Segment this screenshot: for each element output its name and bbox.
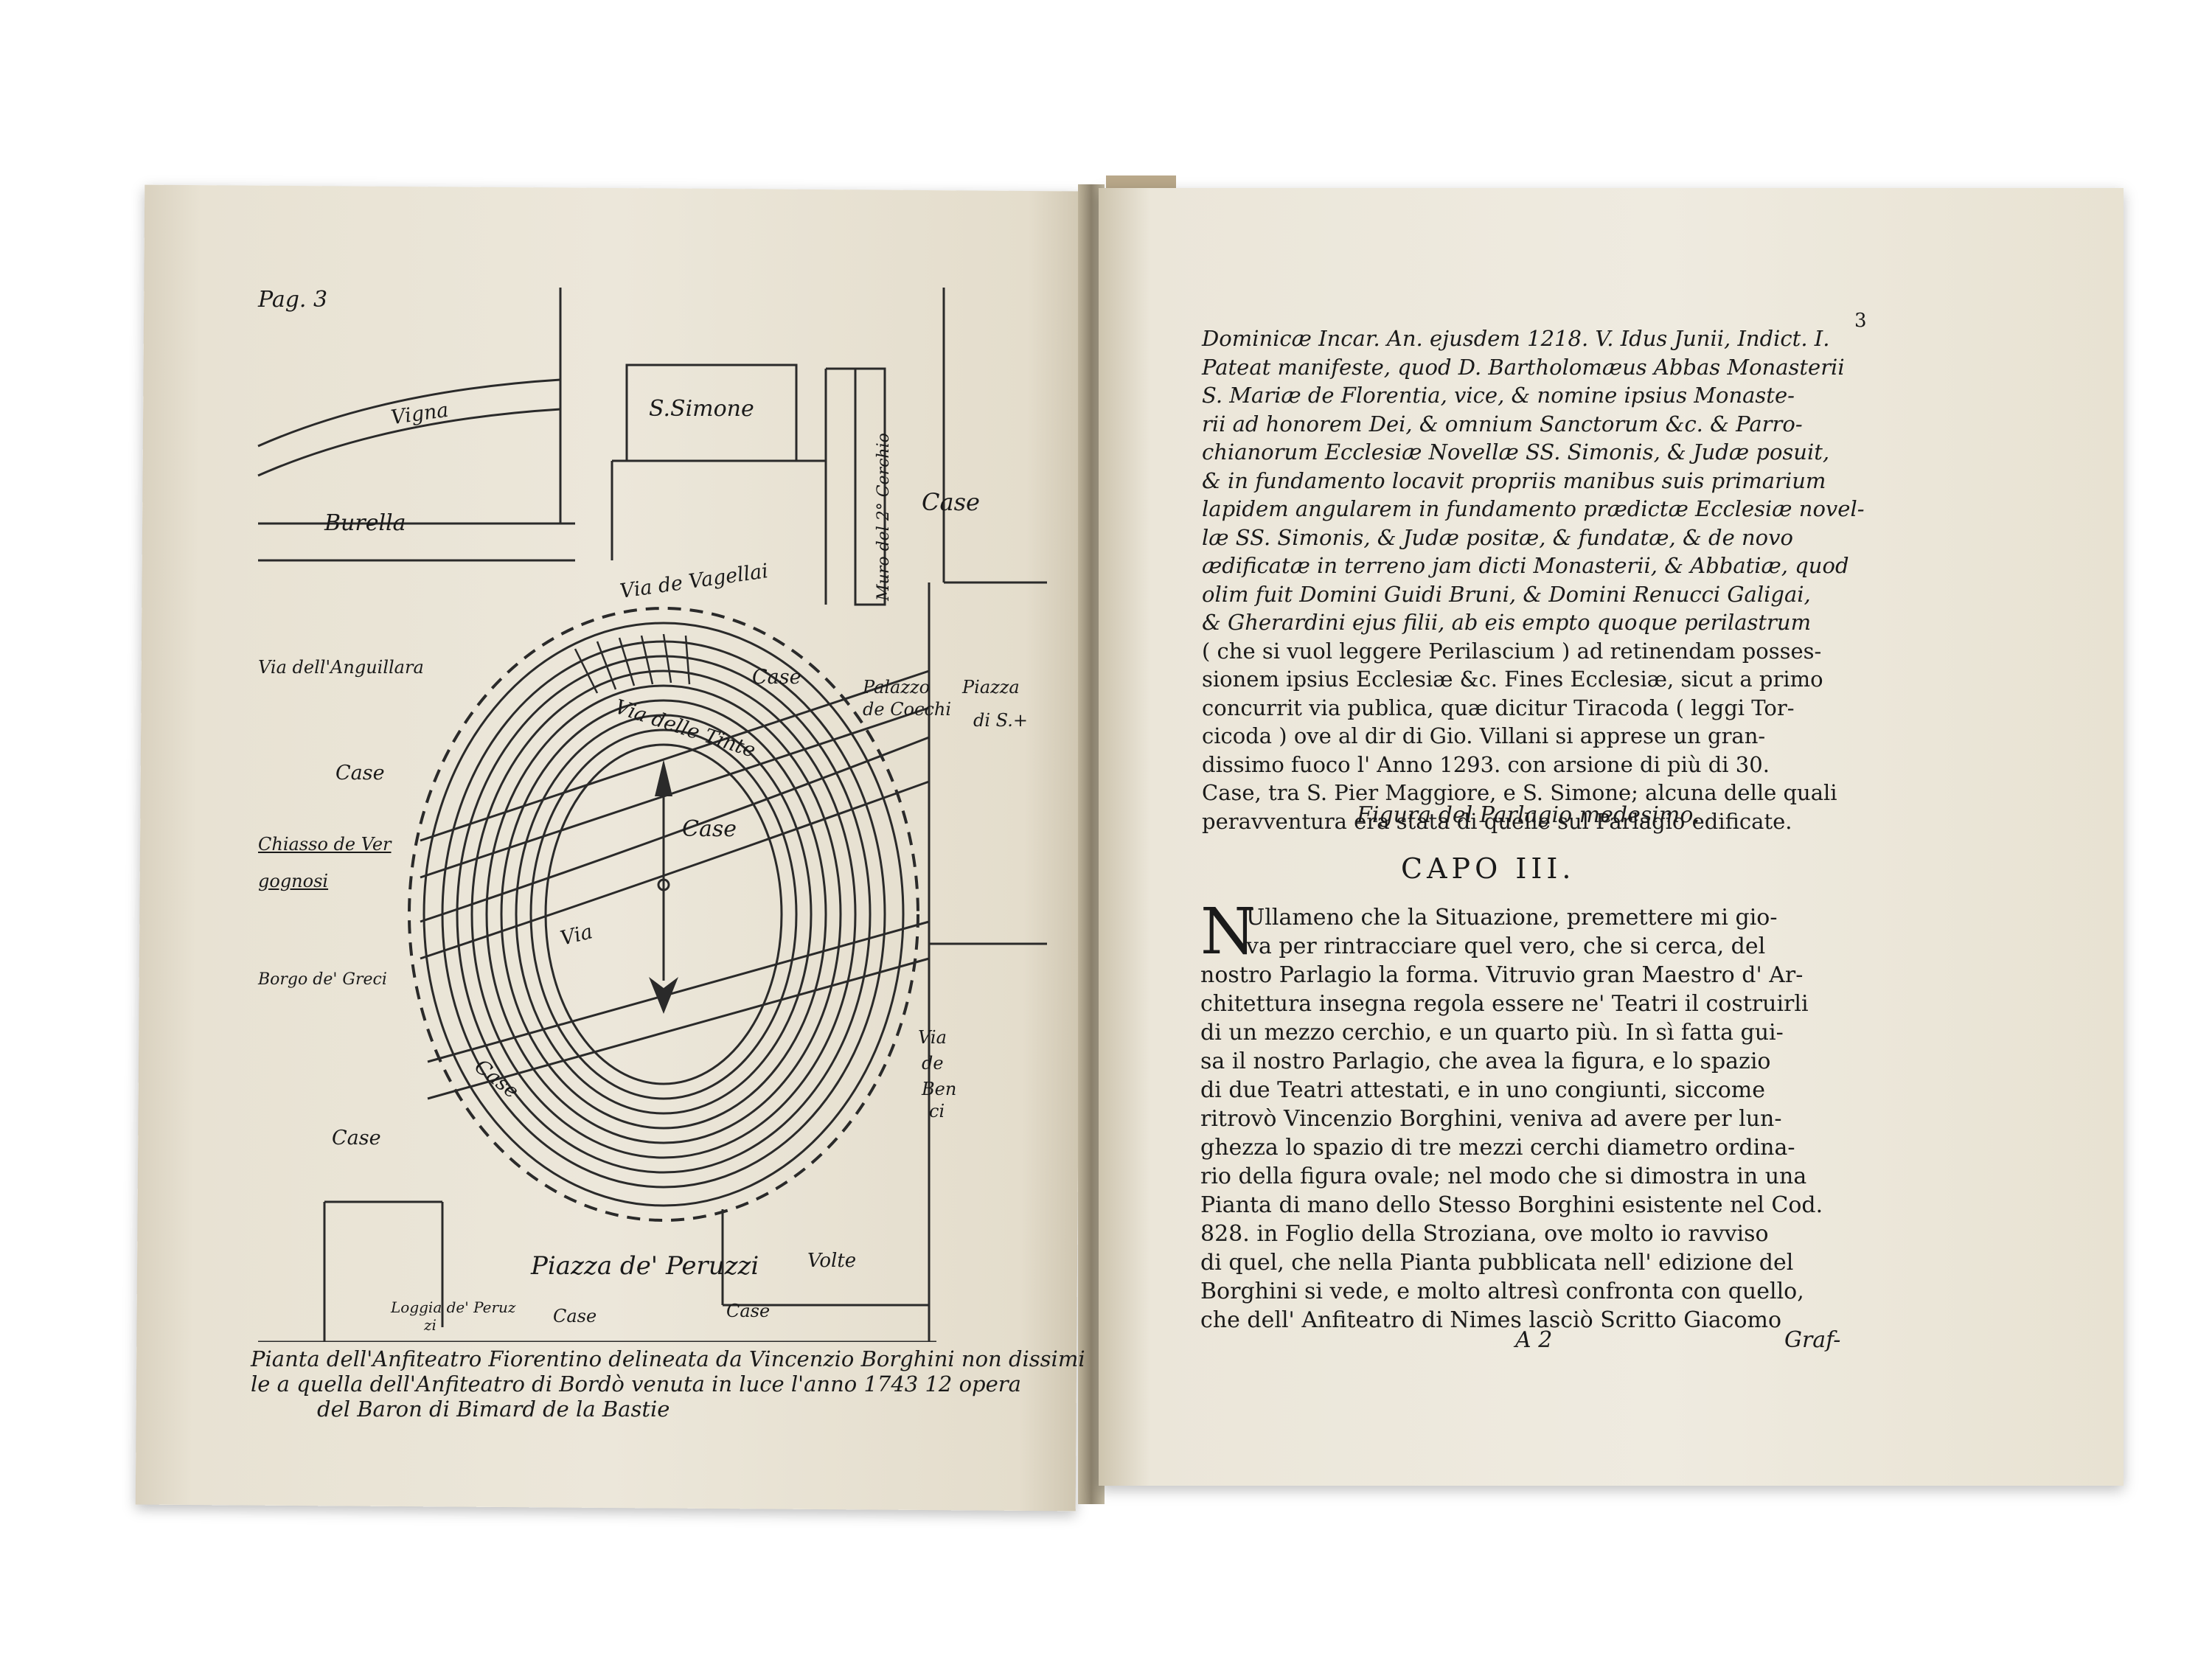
label-benci: Ben: [922, 1079, 957, 1099]
text-line: peravventura era stata di quelle sul Par…: [1202, 808, 1792, 834]
text-line: Pateat manifeste, quod D. Bartholomæus A…: [1202, 354, 1845, 380]
text-line: lapidem angularem in fundamento prædictæ…: [1202, 496, 1865, 521]
text-line: Dominicæ Incar. An. ejusdem 1218. V. Idu…: [1202, 326, 1830, 351]
label-loggia-zi: zi: [424, 1316, 437, 1334]
plan-caption: Pianta dell'Anfiteatro Fiorentino deline…: [251, 1346, 1085, 1422]
text-line: læ SS. Simonis, & Judæ positæ, & fundatæ…: [1202, 524, 1793, 550]
label-case: Case: [752, 666, 801, 689]
drop-cap: N: [1200, 895, 1256, 969]
text-line: Ullameno che la Situazione, premettere m…: [1246, 905, 1778, 931]
text-line: di due Teatri attestati, e in uno congiu…: [1200, 1077, 1765, 1103]
text-line: di quel, che nella Pianta pubblicata nel…: [1200, 1250, 1794, 1276]
label-loggia: Loggia de' Peruz: [391, 1298, 516, 1316]
label-case: Case: [922, 488, 980, 516]
text-line: ritrovò Vincenzio Borghini, veniva ad av…: [1200, 1106, 1782, 1132]
text-line: chitettura insegna regola essere ne' Tea…: [1200, 991, 1809, 1017]
page-number: 3: [1854, 310, 1867, 332]
signature-mark: A 2: [1515, 1327, 1553, 1353]
label-burella: Burella: [324, 510, 406, 536]
text-line: S. Mariæ de Florentia, vice, & nomine ip…: [1202, 383, 1795, 408]
label-s-simone: S.Simone: [649, 396, 754, 422]
page-reference: Pag. 3: [258, 287, 328, 313]
label-piazza-peruzzi: Piazza de' Peruzzi: [531, 1251, 759, 1281]
chapter-body: Ullameno che la Situazione, premettere m…: [1200, 903, 1823, 1335]
latin-passage: Dominicæ Incar. An. ejusdem 1218. V. Idu…: [1202, 324, 2109, 835]
text-line: Borghini si vede, e molto altresì confro…: [1200, 1279, 1804, 1304]
right-page: [1099, 188, 2124, 1486]
label-ci: ci: [929, 1101, 945, 1121]
text-line: olim fuit Domini Guidi Bruni, & Domini R…: [1202, 581, 1811, 607]
catchword: Graf-: [1784, 1327, 1841, 1353]
text-line: rii ad honorem Dei, & omnium Sanctorum &…: [1202, 411, 1803, 437]
text-line: & Gherardini ejus filii, ab eis empto qu…: [1202, 610, 1812, 635]
text-line: ædificatæ in terreno jam dicti Monasteri…: [1202, 553, 1849, 578]
label-di-s: di S.+: [973, 710, 1028, 731]
label-chiasso: Chiasso de Ver: [258, 834, 392, 855]
text-line: & in fundamento locavit propriis manibus…: [1202, 467, 1826, 493]
label-case: Case: [332, 1127, 381, 1150]
text-line: cicoda ) ove al dir di Gio. Villani si a…: [1202, 723, 1766, 748]
label-gognosi: gognosi: [258, 871, 329, 891]
text-line: di un mezzo cerchio, e un quarto più. In…: [1200, 1020, 1784, 1046]
text-line: dissimo fuoco l' Anno 1293. con arsione …: [1202, 751, 1770, 777]
label-piazza: Piazza: [962, 677, 1020, 698]
muro-cerchio: [854, 367, 886, 606]
label-case: Case: [726, 1301, 771, 1321]
label-case: Case: [682, 816, 737, 842]
text-line: che dell' Anfiteatro di Nimes lasciò Scr…: [1200, 1307, 1782, 1333]
text-line: sionem ipsius Ecclesiæ &c. Fines Ecclesi…: [1202, 667, 1823, 692]
text-line: Case, tra S. Pier Maggiore, e S. Simone;…: [1202, 780, 1837, 805]
label-via-de-benci: Via: [918, 1027, 947, 1048]
label-via-anguillara: Via dell'Anguillara: [258, 657, 424, 678]
figure-title: Figura del Parlagio medesimo.: [1357, 802, 1700, 828]
caption-line: Pianta dell'Anfiteatro Fiorentino deline…: [251, 1346, 1085, 1371]
text-line: concurrit via publica, quæ dicitur Tirac…: [1202, 695, 1795, 720]
text-line: ( che si vuol leggere Perilascium ) ad r…: [1202, 638, 1822, 664]
amphitheatre-plan: [257, 288, 1047, 1342]
text-line: va per rintracciare quel vero, che si ce…: [1246, 933, 1766, 959]
caption-line: le a quella dell'Anfiteatro di Bordò ven…: [251, 1371, 1021, 1397]
text-line: sa il nostro Parlagio, che avea la figur…: [1200, 1048, 1771, 1074]
north-arrow-head: [655, 759, 672, 796]
label-cocchi: de Cocchi: [863, 699, 952, 720]
label-de: de: [922, 1053, 944, 1074]
text-line: Pianta di mano dello Stesso Borghini esi…: [1200, 1192, 1823, 1218]
label-case: Case: [553, 1306, 597, 1326]
label-case: Case: [335, 762, 385, 785]
text-line: chianorum Ecclesiæ Novellæ SS. Simonis, …: [1202, 439, 1830, 465]
label-muro-cerchio: Muro del 2° Cerchio: [874, 433, 893, 601]
label-volte: Volte: [807, 1250, 857, 1272]
text-line: ghezza lo spazio di tre mezzi cerchi dia…: [1200, 1135, 1795, 1161]
chapter-heading: CAPO III.: [1401, 852, 1576, 885]
label-palazzo: Palazzo: [863, 677, 931, 698]
text-line: nostro Parlagio la forma. Vitruvio gran …: [1200, 962, 1804, 988]
text-line: 828. in Foglio della Stroziana, ove molt…: [1200, 1221, 1769, 1247]
caption-line: del Baron di Bimard de la Bastie: [317, 1397, 670, 1422]
label-borgo-greci: Borgo de' Greci: [258, 970, 387, 989]
text-line: rio della figura ovale; nel modo che si …: [1200, 1164, 1807, 1189]
street-vigna: [257, 378, 561, 448]
